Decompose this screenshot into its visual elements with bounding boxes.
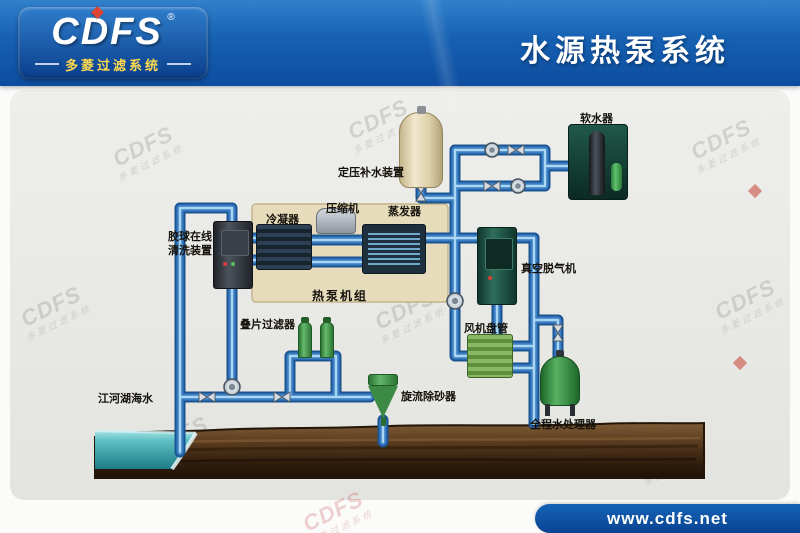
- label-vacuum-degasser: 真空脱气机: [521, 263, 576, 275]
- condenser-unit: [256, 224, 312, 270]
- decor-line-right: [167, 63, 191, 65]
- footer-url: www.cdfs.net: [607, 508, 728, 528]
- label-condenser: 冷凝器: [266, 214, 299, 226]
- filter-cap: [323, 317, 331, 323]
- decor-line-left: [34, 63, 59, 65]
- processor-leg: [545, 404, 550, 416]
- cabinet-panel: [221, 230, 249, 256]
- brand-subtitle: 多菱过滤系统: [64, 57, 161, 73]
- water-softener: [568, 124, 628, 200]
- label-compressor: 压缩机: [326, 203, 359, 215]
- tank-vent: [417, 106, 426, 114]
- cyclone-outlet: [381, 417, 386, 426]
- footer-bar: www.cdfs.net: [535, 504, 800, 533]
- label-fan-coil: 风机盘管: [464, 323, 508, 335]
- evaporator-coil: [368, 230, 420, 268]
- cyclone-sand-separator: [368, 374, 398, 426]
- cyclone-cone: [368, 386, 398, 418]
- processor-body: [540, 356, 580, 406]
- label-heat-pump-unit: 热泵机组: [312, 289, 369, 303]
- evaporator-unit: [362, 224, 426, 274]
- disc-filter-cylinder: [320, 317, 334, 358]
- label-evaporator: 蒸发器: [388, 206, 421, 218]
- cabinet-panel: [485, 238, 513, 270]
- brand-wordmark-row: CDFS ®: [51, 5, 175, 53]
- full-process-water-processor: [540, 350, 580, 416]
- indicator-light-green: [231, 262, 235, 266]
- label-ball-cleaner-2: 清洗装置: [168, 245, 212, 257]
- header-bar: CDFS ® 多菱过滤系统 水源热泵系统: [0, 0, 800, 110]
- page-title: 水源热泵系统: [520, 35, 730, 68]
- softener-resin-cylinder: [589, 131, 605, 195]
- brand-subtitle-row: 多菱过滤系统: [34, 55, 191, 74]
- ball-cleaning-cabinet: [213, 221, 253, 289]
- filter-cap: [301, 317, 309, 323]
- disc-filter-cylinder: [298, 317, 312, 358]
- processor-leg: [570, 404, 575, 416]
- registered-trademark: ®: [167, 11, 175, 23]
- label-disc-filter: 叠片过滤器: [240, 319, 295, 331]
- brand-logo: CDFS ® 多菱过滤系统: [18, 5, 208, 79]
- indicator-light-red: [223, 262, 227, 266]
- indicator-light-red: [488, 276, 492, 280]
- label-water-source: 江河湖海水: [98, 393, 153, 405]
- pressure-makeup-tank: [399, 106, 443, 188]
- cyclone-top: [368, 374, 398, 386]
- label-cyclone: 旋流除砂器: [401, 391, 456, 403]
- label-softener: 软水器: [580, 113, 613, 125]
- fan-coil-unit: [467, 334, 513, 378]
- brand-wordmark: CDFS: [51, 10, 163, 53]
- vacuum-degasser-cabinet: [477, 227, 517, 305]
- label-pressure-tank: 定压补水装置: [338, 167, 404, 179]
- label-water-processor: 全程水处理器: [530, 419, 596, 431]
- softener-brine-tank: [611, 163, 622, 191]
